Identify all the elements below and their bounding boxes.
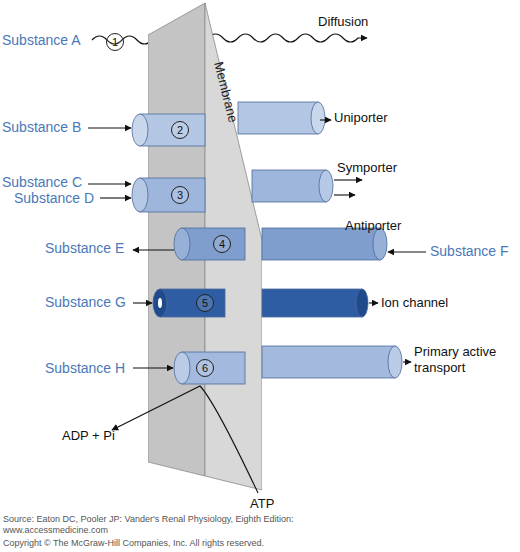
uniporter-body — [238, 102, 318, 134]
substance-label: Substance D — [14, 190, 94, 207]
uniporter-face — [132, 114, 148, 146]
pump-body — [262, 346, 395, 378]
substance-label: Substance E — [45, 240, 124, 257]
callout-circle: 5 — [196, 294, 214, 312]
flow-arrow — [88, 127, 131, 128]
callout-number: 1 — [112, 37, 118, 48]
antiporter-face — [174, 228, 190, 260]
transporter-label: Ion channel — [381, 295, 448, 311]
callout-number: 2 — [177, 125, 183, 136]
substance-label: Substance F — [430, 243, 509, 260]
substance-label: Substance B — [2, 119, 81, 136]
substance-label: Substance H — [45, 360, 125, 377]
symporter-body — [140, 178, 205, 212]
transporter-label: Antiporter — [345, 218, 401, 234]
ion-channel-body — [160, 289, 225, 317]
copyright-note: Copyright © The McGraw-Hill Companies, I… — [3, 538, 264, 549]
membrane-front-face — [148, 3, 205, 476]
transporter-label: Symporter — [337, 160, 397, 176]
flow-arrow — [133, 367, 173, 368]
flow-arrow — [334, 179, 362, 180]
diffusion-wave — [208, 34, 367, 42]
ion-channel-body — [262, 289, 362, 317]
callout-circle: 6 — [196, 359, 214, 377]
flow-arrow — [334, 194, 355, 195]
callout-number: 3 — [177, 190, 183, 201]
symporter-cap — [319, 170, 333, 202]
flow-arrow — [388, 251, 426, 252]
substance-label: Substance C — [2, 174, 82, 191]
channel-pore — [158, 298, 162, 308]
pump-body — [182, 352, 245, 384]
flow-arrow — [133, 249, 174, 250]
ion-channel-cap — [356, 289, 368, 317]
callout-number: 4 — [219, 239, 225, 250]
reaction-label: ADP + Pi — [62, 428, 115, 444]
antiporter-body — [182, 228, 245, 260]
substance-label: Substance A — [2, 32, 81, 49]
pump-cap — [388, 346, 402, 378]
membrane-side-face — [205, 3, 262, 490]
reaction-label: ATP — [250, 496, 274, 512]
flow-arrow — [100, 197, 131, 198]
transporter-label: Primary active transport — [414, 344, 518, 376]
flow-arrow — [88, 183, 131, 184]
substance-label: Substance G — [45, 294, 126, 311]
symporter-body — [252, 170, 326, 202]
callout-circle: 1 — [106, 33, 124, 51]
ion-channel-face — [153, 289, 167, 317]
transporter-right-parts — [238, 102, 402, 378]
callout-circle: 2 — [171, 121, 189, 139]
transporter-label: Uniporter — [334, 110, 387, 126]
process-label: Diffusion — [318, 14, 368, 30]
callout-circle: 3 — [171, 186, 189, 204]
symporter-face — [132, 178, 148, 212]
uniporter-cap — [311, 102, 325, 134]
flow-arrow — [133, 302, 152, 303]
flow-arrow — [320, 119, 331, 120]
callout-number: 6 — [202, 363, 208, 374]
source-caption: Source: Eaton DC, Pooler JP: Vander's Re… — [3, 514, 363, 536]
flow-arrow — [403, 361, 411, 362]
flow-arrow — [369, 302, 378, 303]
callout-number: 5 — [202, 298, 208, 309]
pump-face — [174, 352, 190, 384]
callout-circle: 4 — [213, 235, 231, 253]
uniporter-body — [140, 114, 205, 146]
